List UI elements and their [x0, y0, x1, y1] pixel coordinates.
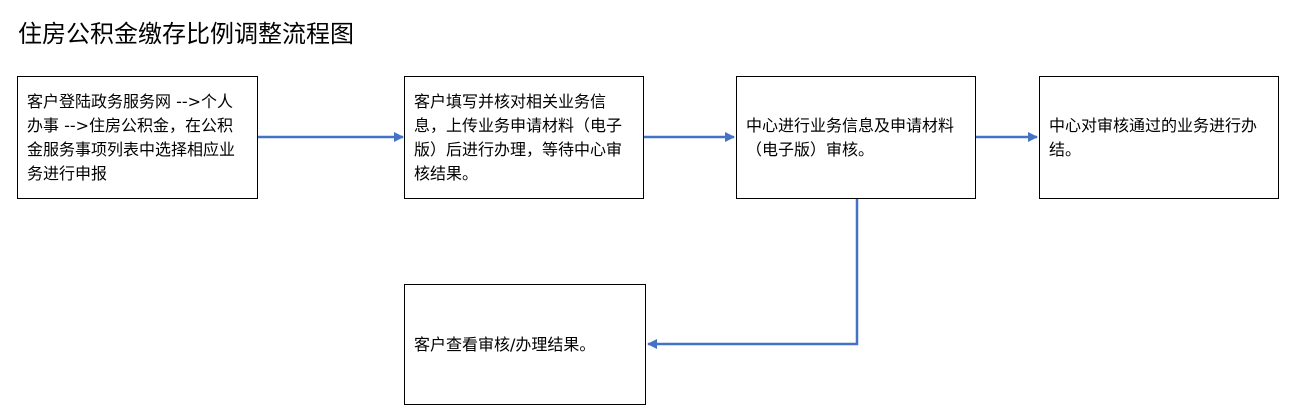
step-2-text: 客户填写并核对相关业务信息，上传业务申请材料（电子版）后进行办理，等待中心审核结… — [414, 91, 623, 183]
step-5-box: 客户查看审核/办理结果。 — [404, 284, 646, 405]
step-1-text: 客户登陆政务服务网 -->个人办事 -->住房公积金，在公积金服务事项列表中选择… — [27, 91, 236, 183]
step-3-text: 中心进行业务信息及申请材料（电子版）审核。 — [746, 115, 955, 159]
step-4-box: 中心对审核通过的业务进行办结。 — [1039, 76, 1279, 199]
step-1-box: 客户登陆政务服务网 -->个人办事 -->住房公积金，在公积金服务事项列表中选择… — [17, 76, 258, 199]
step-4-text: 中心对审核通过的业务进行办结。 — [1049, 115, 1258, 159]
step-3-box: 中心进行业务信息及申请材料（电子版）审核。 — [736, 76, 976, 199]
step-5-text: 客户查看审核/办理结果。 — [414, 334, 596, 354]
diagram-title: 住房公积金缴存比例调整流程图 — [18, 20, 354, 48]
step-2-box: 客户填写并核对相关业务信息，上传业务申请材料（电子版）后进行办理，等待中心审核结… — [404, 76, 644, 199]
arrow-step3-to-step5 — [647, 199, 859, 349]
